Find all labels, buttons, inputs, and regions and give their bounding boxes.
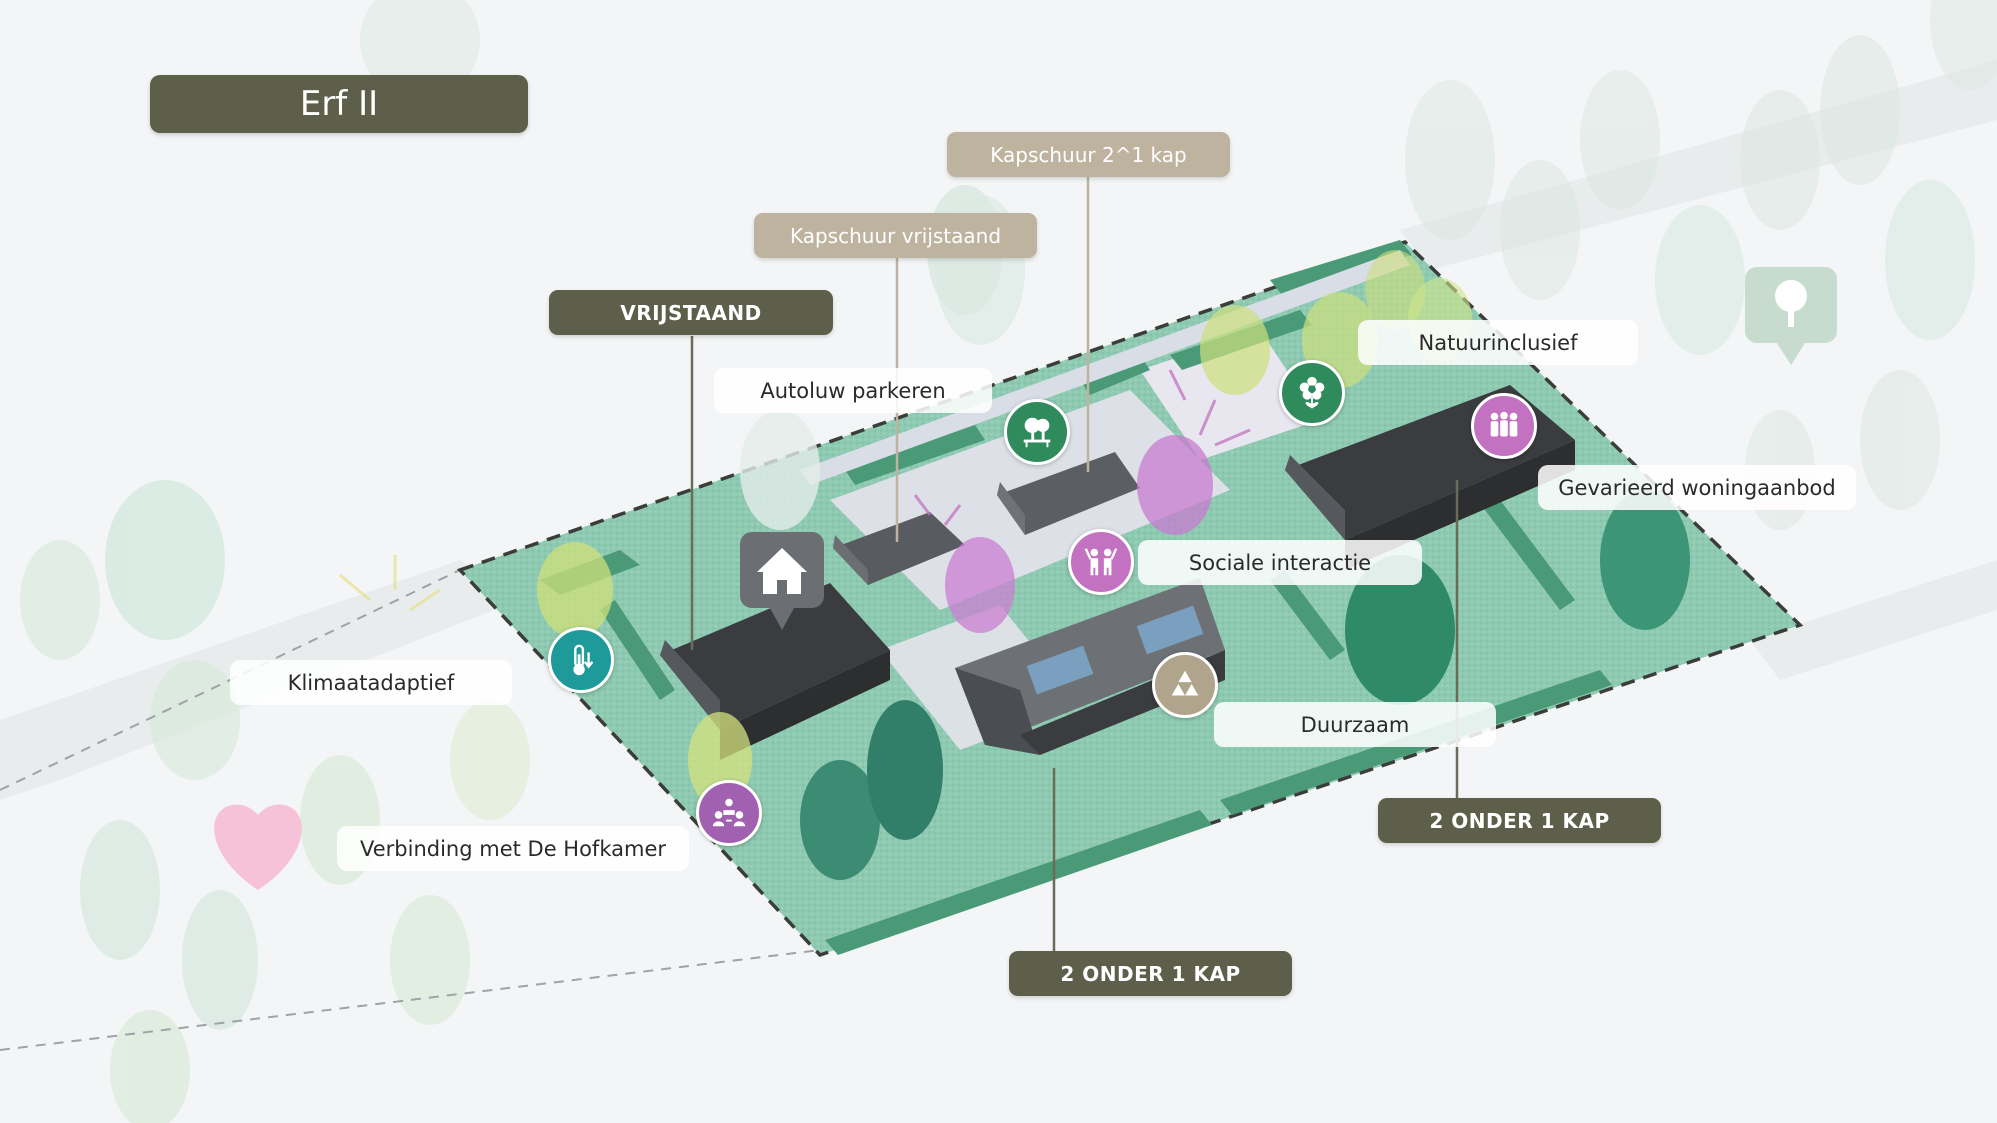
tree-pin-icon — [1745, 267, 1837, 365]
tag-kapschuur-vrijstaand: Kapschuur vrijstaand — [754, 213, 1037, 258]
label-natuurinclusief: Natuurinclusief — [1358, 320, 1638, 365]
road-dashed-line-lower — [0, 949, 821, 1051]
tree-bench-icon — [1004, 399, 1070, 465]
label-duurzaam: Duurzaam — [1214, 702, 1496, 747]
label-gevarieerd-woningaanbod: Gevarieerd woningaanbod — [1538, 465, 1856, 510]
heart-icon — [214, 804, 302, 890]
thermometer-icon — [548, 627, 614, 693]
label-verbinding-hofkamer: Verbinding met De Hofkamer — [337, 826, 689, 871]
inner-road — [800, 250, 1410, 485]
tag-vrijstaand: VRIJSTAAND — [549, 290, 833, 335]
tag-kapschuur-2-1-kap: Kapschuur 2^1 kap — [947, 132, 1230, 177]
people-cheering-icon — [1068, 529, 1134, 595]
page-title: Erf II — [150, 75, 528, 133]
community-icon — [696, 780, 762, 846]
activity-rays — [913, 369, 1251, 526]
recycle-icon — [1152, 652, 1218, 718]
tag-2-onder-1-kap-right: 2 ONDER 1 KAP — [1378, 798, 1661, 843]
background-trees — [20, 0, 1997, 1123]
family-icon — [1471, 393, 1537, 459]
house-vrijstaand — [660, 583, 890, 760]
label-autoluw-parkeren: Autoluw parkeren — [714, 368, 992, 413]
label-sociale-interactie: Sociale interactie — [1138, 540, 1422, 585]
house-pin-icon — [740, 532, 824, 630]
sun-rays — [339, 555, 441, 612]
tag-2-onder-1-kap-bottom: 2 ONDER 1 KAP — [1009, 951, 1292, 996]
flower-icon — [1279, 360, 1345, 426]
kapschuur-2-1-kap — [997, 452, 1140, 535]
leader-lines — [690, 336, 1459, 965]
label-klimaatadaptief: Klimaatadaptief — [230, 660, 512, 705]
kapschuur-vrijstaand — [833, 512, 965, 585]
road-band-right-low — [1750, 560, 1997, 680]
